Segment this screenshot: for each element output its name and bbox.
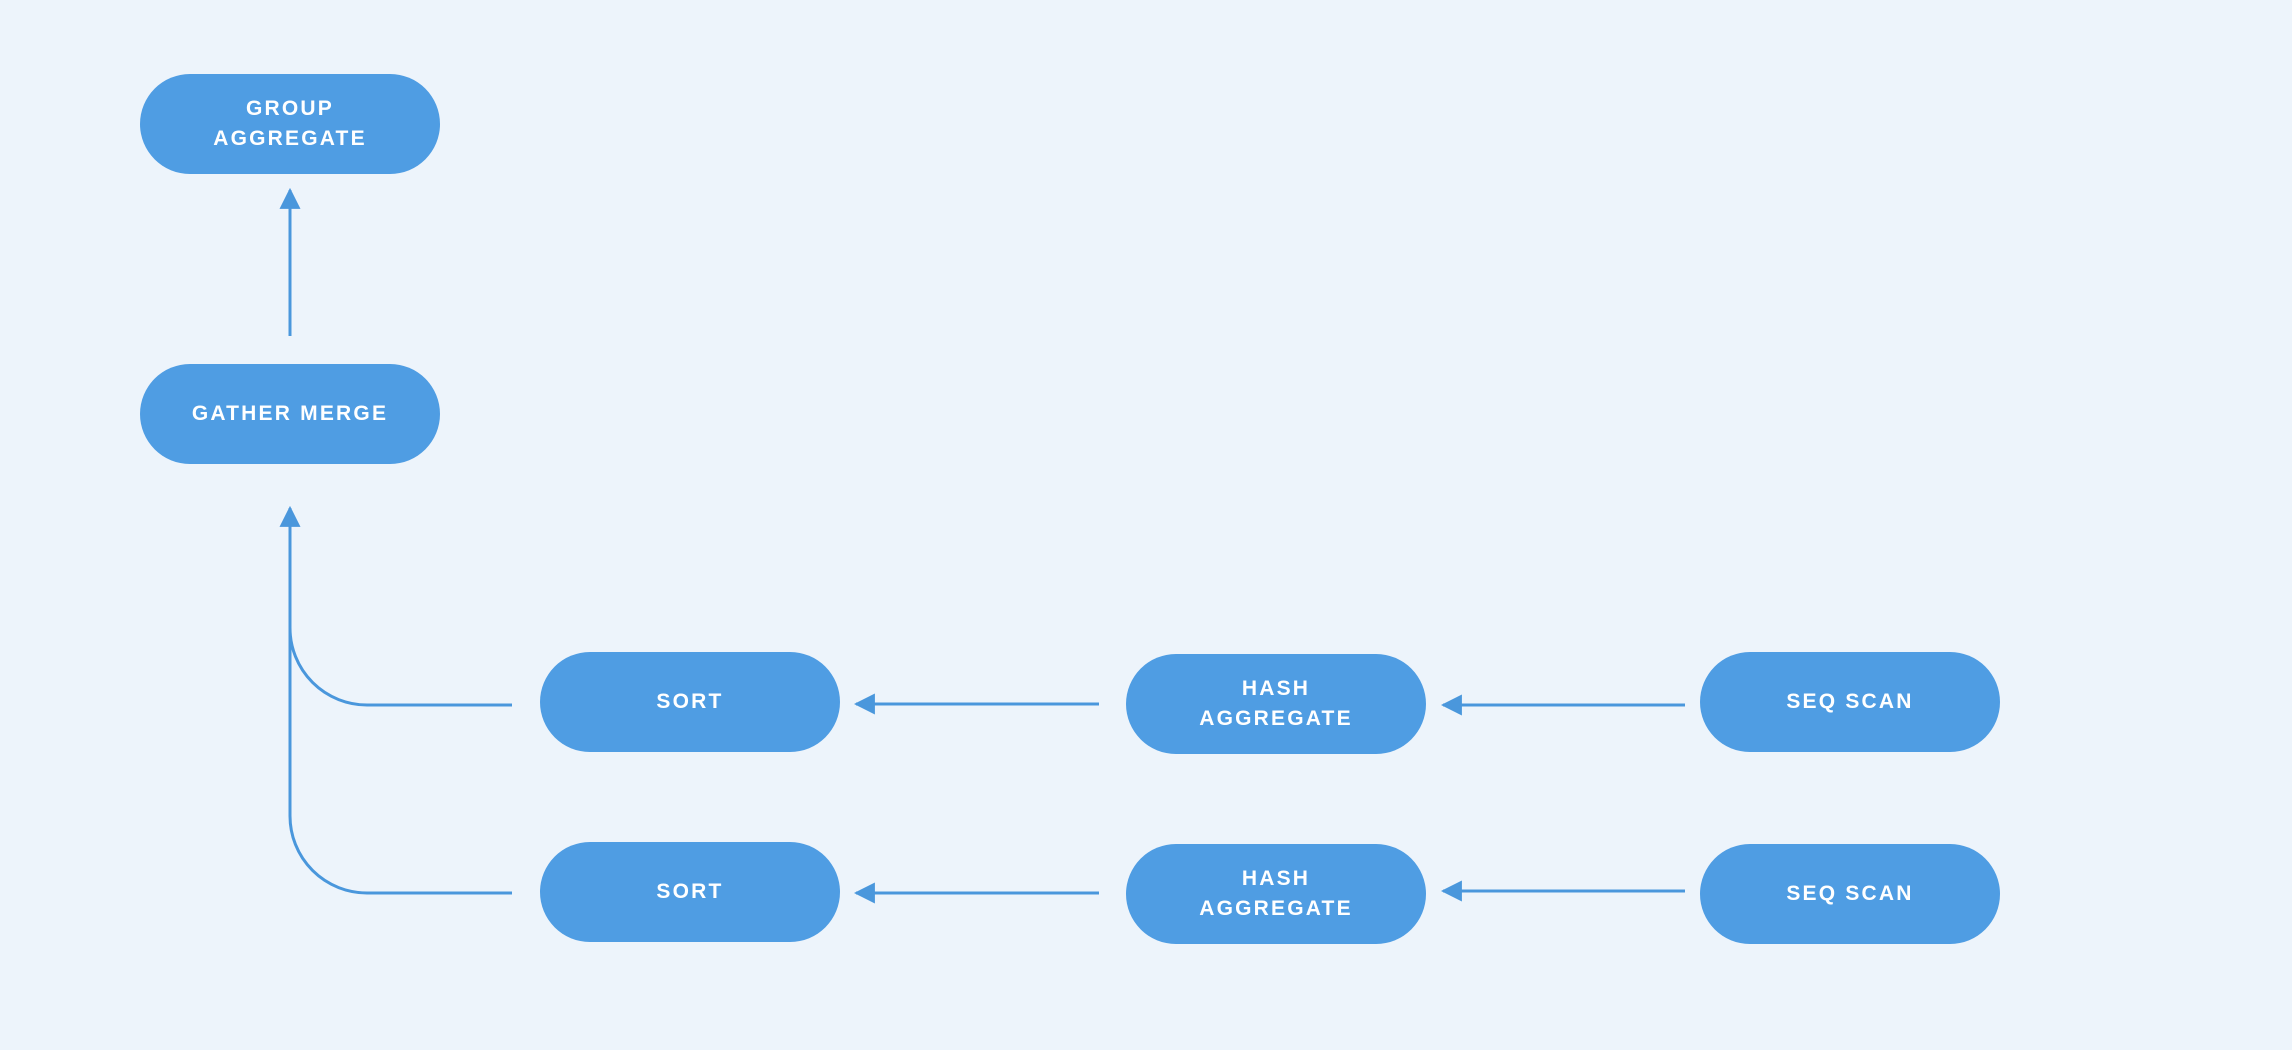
node-sort-1[interactable]: SORT — [540, 652, 840, 752]
node-label: SEQ SCAN — [1786, 882, 1914, 905]
node-seq-scan-2[interactable]: SEQ SCAN — [1700, 844, 2000, 944]
node-group-aggregate[interactable]: GROUP AGGREGATE — [140, 74, 440, 174]
node-label: SEQ SCAN — [1786, 690, 1914, 713]
node-label: HASH AGGREGATE — [1199, 677, 1353, 730]
node-seq-scan-1[interactable]: SEQ SCAN — [1700, 652, 2000, 752]
node-label: GROUP AGGREGATE — [213, 97, 367, 150]
node-hash-aggregate-1[interactable]: HASH AGGREGATE — [1126, 654, 1426, 754]
node-label: GATHER MERGE — [191, 402, 389, 425]
node-hash-aggregate-2[interactable]: HASH AGGREGATE — [1126, 844, 1426, 944]
node-sort-2[interactable]: SORT — [540, 842, 840, 942]
node-label: SORT — [656, 880, 724, 903]
node-label: HASH AGGREGATE — [1199, 867, 1353, 920]
node-label: SORT — [656, 690, 724, 713]
edge-sort-1-to-gather-merge — [279, 505, 512, 707]
node-gather-merge[interactable]: GATHER MERGE — [140, 364, 440, 464]
edge-sort-2-to-gather-merge — [288, 628, 512, 895]
